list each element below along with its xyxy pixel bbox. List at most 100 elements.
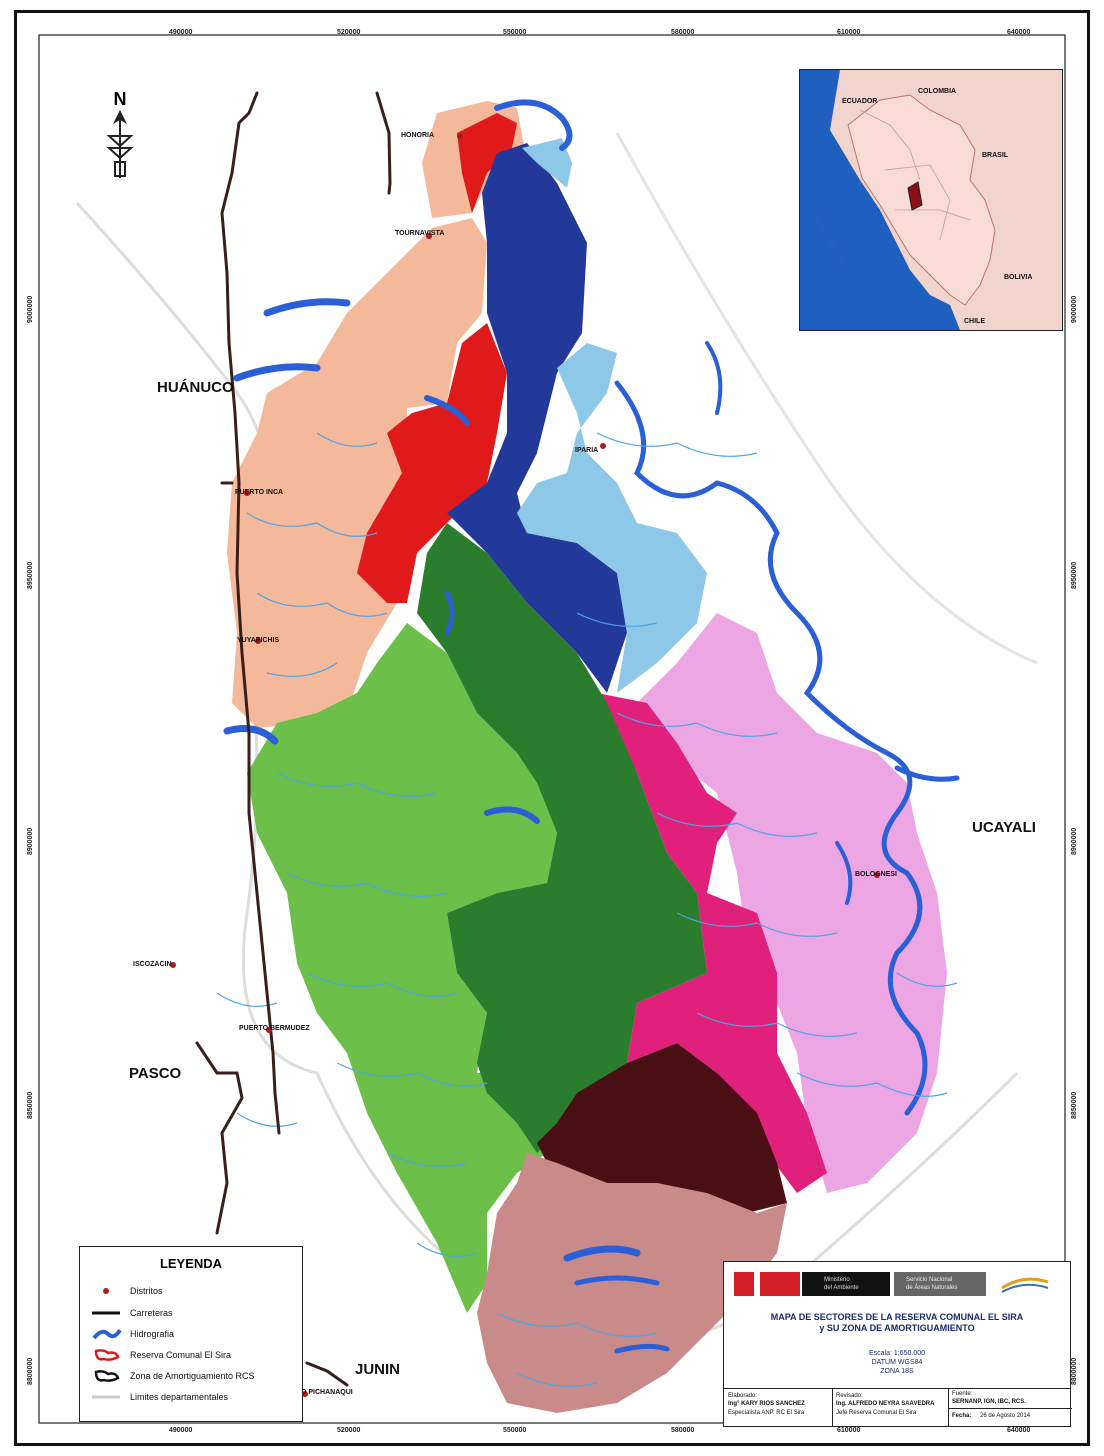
main-rivers xyxy=(223,99,960,1354)
inset-ecuador: ECUADOR xyxy=(842,98,878,105)
place-puerto-bermudez: PUERTO BERMUDEZ xyxy=(239,1025,310,1032)
elaborado-label: Elaborado: xyxy=(728,1393,758,1399)
logo-strip xyxy=(734,1272,1049,1296)
place-puerto-inca: PUERTO INCA xyxy=(235,489,284,496)
credits-divider-v2 xyxy=(948,1388,949,1426)
place-tournavista: TOURNAVISTA xyxy=(395,230,445,237)
inset-colombia: COLOMBIA xyxy=(918,88,957,95)
map-frame: 490000 520000 550000 580000 610000 64000… xyxy=(14,10,1090,1446)
coord-top-3: 550000 xyxy=(503,29,527,36)
place-bolognesi: BOLOGNESI xyxy=(855,871,898,878)
sector-lightgreen xyxy=(247,623,607,1313)
coord-top-2: 520000 xyxy=(337,29,361,36)
map-datum: DATUM WGS84 xyxy=(871,1359,923,1366)
place-iparia: IPARIA xyxy=(575,447,599,454)
credits-divider-v1 xyxy=(832,1388,833,1426)
revisado-role: Jefe Reserva Comunal El Sira xyxy=(836,1410,917,1416)
map-canvas xyxy=(38,34,1066,1424)
coord-left-5: 8800000 xyxy=(27,1357,34,1385)
legend-box: LEYENDA Distritos Carreteras Hidrografia… xyxy=(79,1246,303,1422)
coord-left-2: 8950000 xyxy=(27,561,34,589)
coord-left-4: 8850000 xyxy=(27,1091,34,1119)
inset-canvas xyxy=(800,70,1062,330)
legend-item-districts: Distritos xyxy=(90,1285,163,1297)
map-title-line1: MAPA DE SECTORES DE LA RESERVA COMUNAL E… xyxy=(770,1312,1024,1322)
coord-top-6: 640000 xyxy=(1007,29,1031,36)
legend-item-limits: Limites departamentales xyxy=(90,1391,228,1403)
legend-item-buffer: Zona de Amortiguamiento RCS xyxy=(90,1370,255,1382)
map-title: MAPA DE SECTORES DE LA RESERVA COMUNAL E… xyxy=(724,1312,1070,1334)
place-pichanaqui: BAJO PICHANAQUI xyxy=(287,1389,353,1396)
elaborado-name: Ing° KARY RIOS SANCHEZ xyxy=(728,1401,805,1407)
revisado-name: Ing. ALFREDO NEYRA SAAVEDRA xyxy=(836,1401,935,1407)
inset-chile: CHILE xyxy=(964,318,985,325)
ministry-line2: del Ambiente xyxy=(824,1285,859,1291)
sernanp-line2: de Áreas Naturales xyxy=(906,1285,958,1291)
inset-brasil: BRASIL xyxy=(982,152,1009,159)
roads xyxy=(195,91,392,1387)
coord-right-4: 8850000 xyxy=(1071,1091,1078,1119)
coord-right-2: 8950000 xyxy=(1071,561,1078,589)
north-arrow: N xyxy=(105,89,135,185)
map-scale: Escala: 1:650.000 xyxy=(868,1350,926,1357)
fuente-value: SERNANP, IGN, IBC, RCS. xyxy=(952,1399,1026,1405)
legend-item-reserve: Reserva Comunal El Sira xyxy=(90,1349,231,1361)
inset-study-area xyxy=(907,181,923,211)
fecha-value: 26 de Agosto 2014 xyxy=(980,1413,1031,1419)
ministry-line1: Ministerio xyxy=(824,1277,850,1283)
sector-red xyxy=(357,323,507,603)
tributaries xyxy=(216,432,958,1387)
coord-top-4: 580000 xyxy=(671,29,695,36)
elaborado-role: Especialista ANP. RC El Sira xyxy=(728,1410,805,1416)
title-block: Ministerio del Ambiente Servicio Naciona… xyxy=(723,1261,1072,1427)
sector-lightblue xyxy=(517,343,707,693)
coord-top-1: 490000 xyxy=(169,29,193,36)
inset-bolivia: BOLIVIA xyxy=(1004,274,1033,281)
coord-right-5: 8800000 xyxy=(1071,1357,1078,1385)
coord-bottom-2: 520000 xyxy=(337,1427,361,1434)
sector-lightblue-north xyxy=(522,138,572,188)
department-limit xyxy=(615,132,1038,665)
credits-divider xyxy=(724,1388,1070,1389)
fuente-label: Fuente: xyxy=(952,1391,973,1397)
sector-rose xyxy=(477,1153,787,1413)
coord-left-1: 9000000 xyxy=(27,295,34,323)
coord-bottom-3: 550000 xyxy=(503,1427,527,1434)
sector-navy xyxy=(447,143,627,693)
region-junin: JUNIN xyxy=(355,1361,401,1378)
coord-top-5: 610000 xyxy=(837,29,861,36)
north-label: N xyxy=(113,89,127,109)
sector-pink xyxy=(637,613,947,1193)
reserve-outline-icon xyxy=(90,1349,122,1361)
sector-peach xyxy=(227,218,487,728)
inset-map: ECUADOR COLOMBIA BRASIL BOLIVIA CHILE OC… xyxy=(799,69,1063,331)
credits-divider-h2 xyxy=(948,1408,1072,1409)
coord-bottom-4: 580000 xyxy=(671,1427,695,1434)
map-zone: ZONA 18S xyxy=(880,1368,914,1375)
coord-left-3: 8900000 xyxy=(27,827,34,855)
legend-title: LEYENDA xyxy=(159,1256,223,1271)
road-line-icon xyxy=(90,1307,122,1319)
place-yuyapichis: YUYAPICHIS xyxy=(237,637,280,644)
sector-magenta xyxy=(597,693,827,1193)
coord-bottom-6: 640000 xyxy=(1007,1427,1031,1434)
sector-darkgreen xyxy=(417,523,707,1153)
limit-line-icon xyxy=(90,1391,122,1403)
coord-right-3: 8900000 xyxy=(1071,827,1078,855)
fecha-label: Fecha: xyxy=(952,1413,972,1419)
region-huanuco: HUÁNUCO xyxy=(157,379,234,396)
district-dots xyxy=(170,133,880,1397)
region-pasco: PASCO xyxy=(129,1065,182,1082)
sernanp-line1: Servicio Nacional xyxy=(906,1277,953,1283)
coord-bottom-5: 610000 xyxy=(837,1427,861,1434)
north-arrow-icon xyxy=(106,110,134,178)
revisado-label: Revisado: xyxy=(836,1393,863,1399)
legend-item-hydrography: Hidrografia xyxy=(90,1328,174,1340)
coord-bottom-1: 490000 xyxy=(169,1427,193,1434)
river-icon xyxy=(90,1328,122,1340)
district-dot-icon xyxy=(90,1285,122,1297)
legend-item-roads: Carreteras xyxy=(90,1307,173,1319)
place-honoria: HONORIA xyxy=(401,132,435,139)
place-iscozacin: ISCOZACIN xyxy=(133,961,172,968)
neatline xyxy=(38,34,1066,1424)
